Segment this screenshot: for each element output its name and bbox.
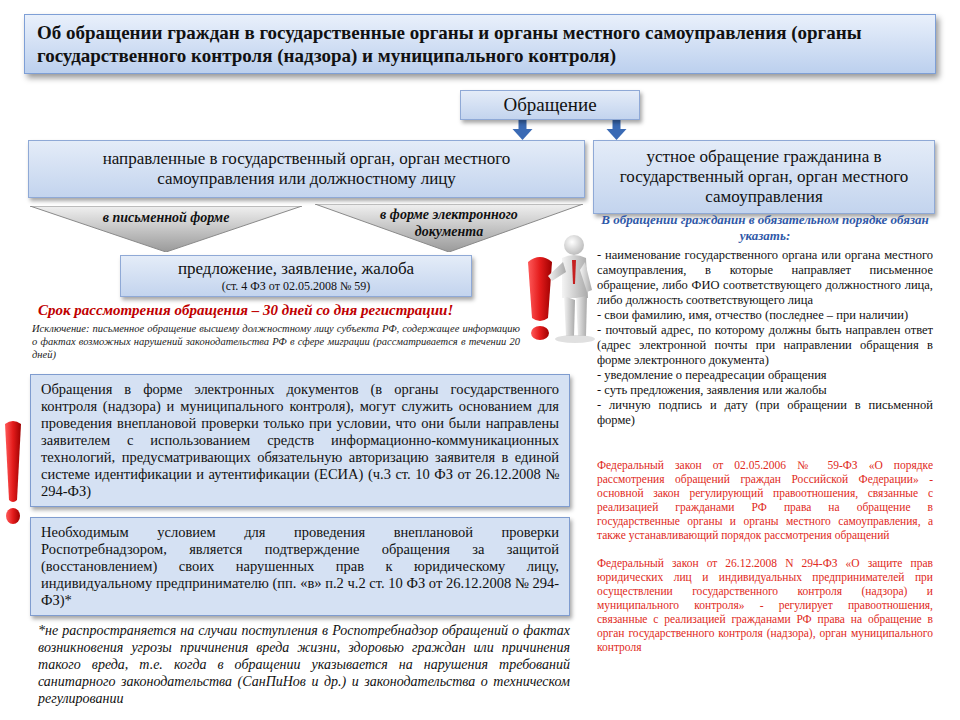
- exclamation-mark: [5, 421, 21, 524]
- list-item: - свои фамилию, имя, отчество (последнее…: [597, 308, 933, 323]
- title-box: Об обращении граждан в государственные о…: [24, 14, 936, 74]
- flow-arrow: [519, 120, 527, 129]
- process-box: направленные в государственный орган, ор…: [28, 140, 585, 198]
- node-text: предложение, заявление, жалоба: [129, 259, 463, 279]
- law-note: Федеральный закон от 02.05.2006 № 59-ФЗ …: [597, 458, 933, 542]
- list-item: - личную подпись и дату (при обращении в…: [597, 398, 933, 428]
- requirements-column: В обращении гражданин в обязательном пор…: [597, 212, 933, 654]
- chevron-outline: [315, 204, 583, 252]
- note-box: Необходимым условием для проведения внеп…: [30, 517, 570, 616]
- node-text: в форме электронного документа: [354, 206, 544, 240]
- list-item: - уведомление о переадресации обращения: [597, 368, 933, 383]
- list-item: - суть предложения, заявления или жалобы: [597, 383, 933, 398]
- man-with-exclamation: [528, 235, 595, 343]
- node-text: Обращения в форме электронных документов…: [41, 381, 559, 500]
- process-box: предложение, заявление, жалоба(ст. 4 ФЗ …: [120, 255, 472, 297]
- node-text: Обращение: [467, 94, 633, 116]
- title: Об обращении граждан в государственные о…: [37, 21, 923, 67]
- list-item: - наименование государственного органа и…: [597, 248, 933, 308]
- chevron: в форме электронного документа: [315, 204, 583, 252]
- citation: (ст. 4 ФЗ от 02.05.2008 № 59): [129, 279, 463, 293]
- chevron: в письменной форме: [30, 206, 302, 252]
- exception-note: Исключение: письменное обращение высшему…: [32, 322, 520, 361]
- flow-arrow: [613, 120, 621, 129]
- footnote: *не распространяется на случаи поступлен…: [38, 622, 570, 707]
- process-box: устное обращение гражданина в государств…: [593, 140, 935, 214]
- node-text: направленные в государственный орган, ор…: [43, 149, 570, 189]
- chevron-outline: [30, 206, 302, 252]
- root-box: Обращение: [460, 90, 640, 120]
- note-box: Обращения в форме электронных документов…: [30, 374, 570, 507]
- deadline-note: Срок рассмотрения обращения – 30 дней со…: [38, 301, 518, 319]
- list-item: - почтовый адрес, по которому должны быт…: [597, 323, 933, 368]
- node-text: устное обращение гражданина в государств…: [604, 147, 924, 207]
- law-note: Федеральный закон от 26.12.2008 N 294-ФЗ…: [597, 556, 933, 654]
- node-text: в письменной форме: [30, 209, 302, 226]
- list-heading: В обращении гражданин в обязательном пор…: [597, 212, 933, 244]
- node-text: Необходимым условием для проведения внеп…: [41, 524, 559, 609]
